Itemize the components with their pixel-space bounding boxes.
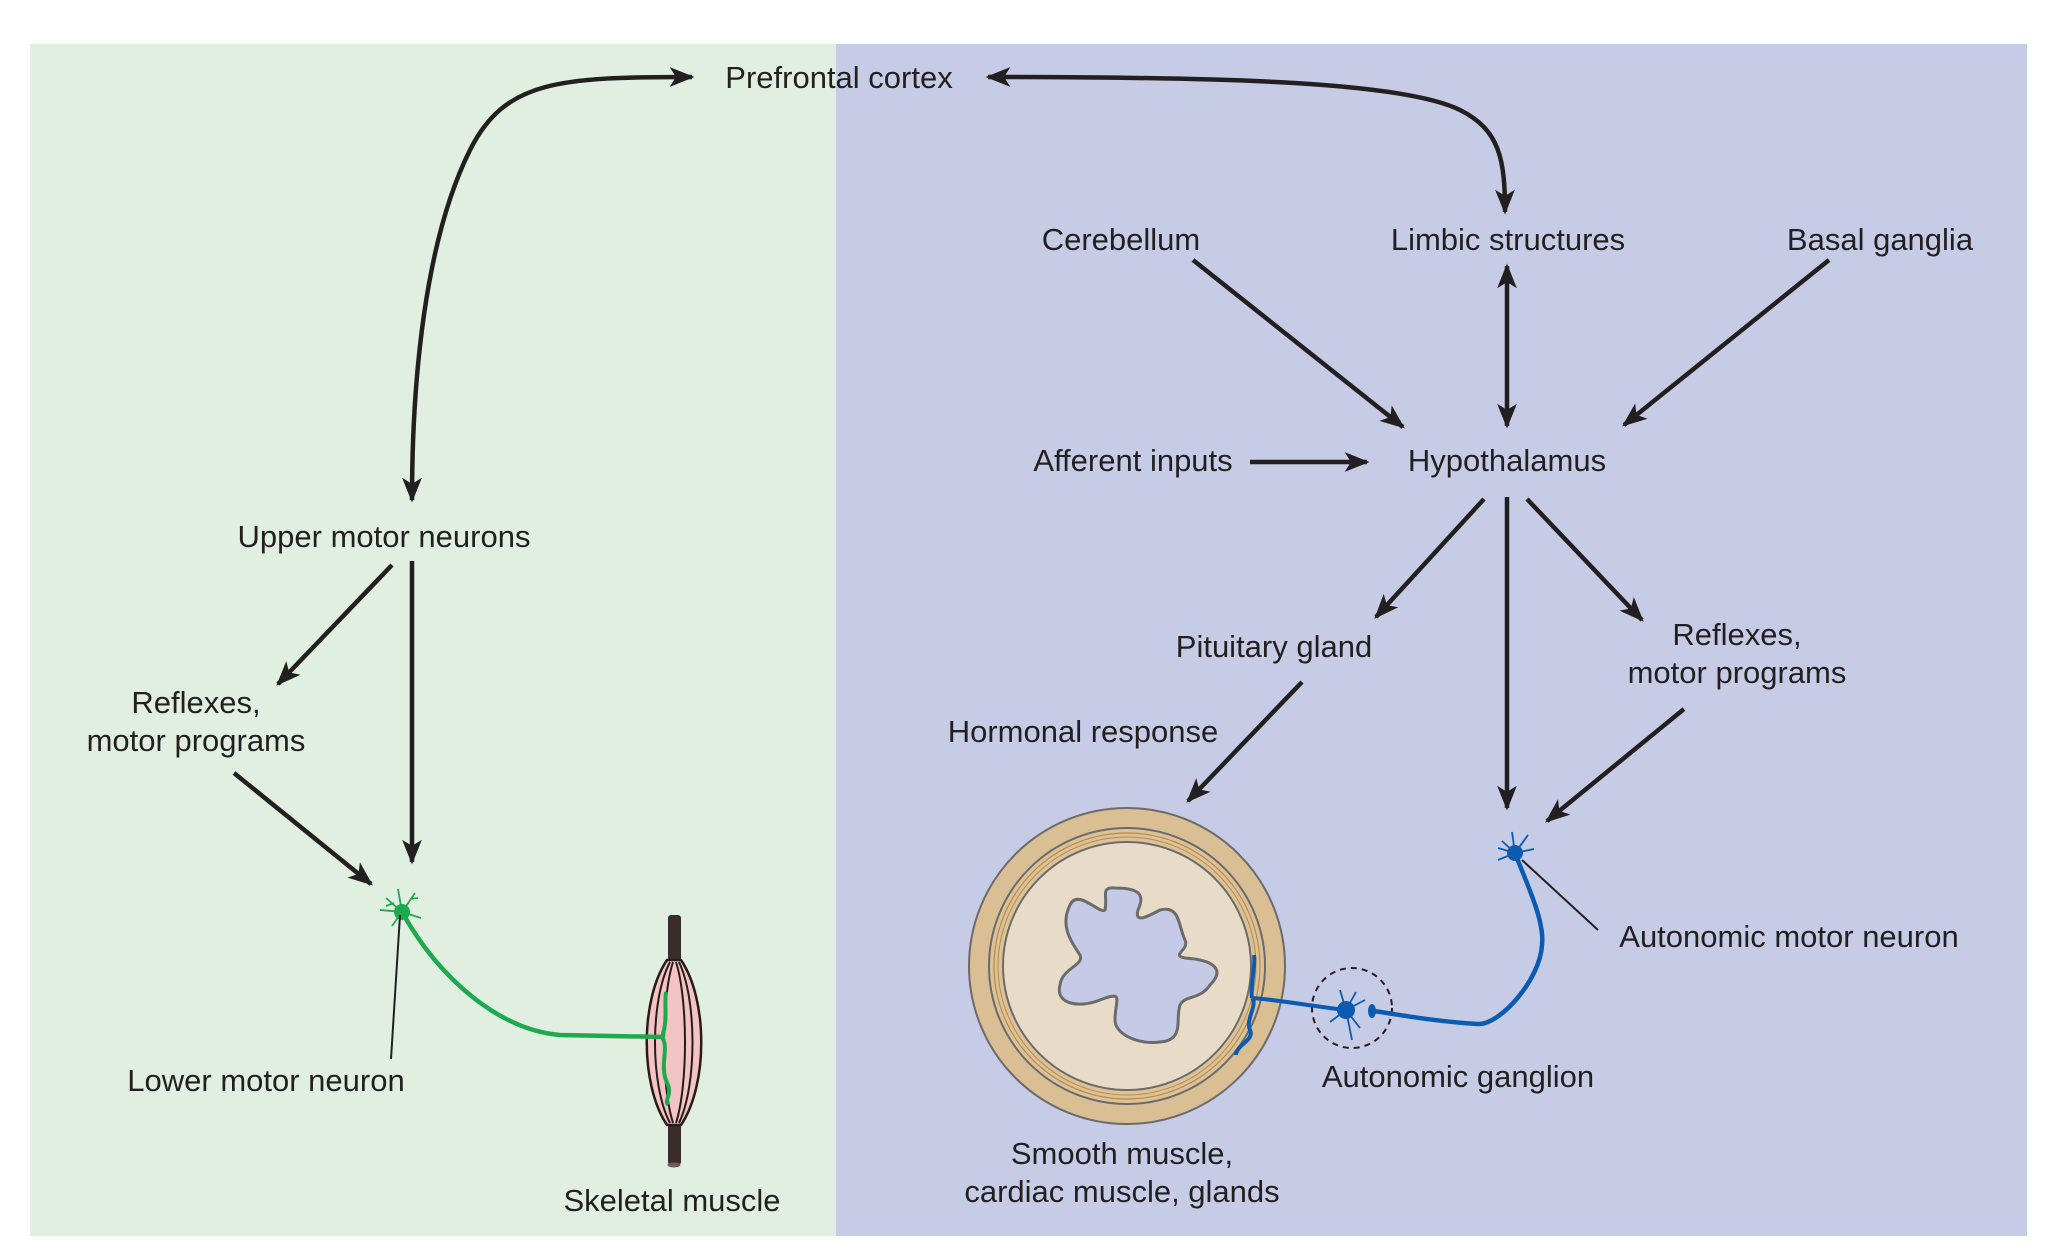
- label-hypothalamus: Hypothalamus: [1408, 443, 1606, 478]
- arrow-prefrontal-upper-motor: [402, 67, 695, 503]
- arrow-basal-ganglia-hypothalamus: [1622, 258, 1831, 427]
- label-upper-motor-neurons: Upper motor neurons: [238, 519, 531, 554]
- label-prefrontal-cortex: Prefrontal cortex: [725, 60, 953, 95]
- label-smooth-muscle-line2: cardiac muscle, glands: [964, 1174, 1279, 1209]
- ganglion-neuron-soma: [1337, 1001, 1355, 1019]
- autonomic-motor-neuron-soma: [1507, 845, 1523, 861]
- arrow-hypothalamus-reflexes: [1525, 497, 1644, 622]
- arrow-reflexes-lower-motor: [232, 771, 373, 886]
- lower-motor-neuron-axon: [400, 910, 666, 1040]
- postganglionic-axon: [1234, 954, 1347, 1056]
- label-reflexes-right-line1: Reflexes,: [1672, 617, 1801, 652]
- label-reflexes-left-line1: Reflexes,: [131, 685, 260, 720]
- arrow-pituitary-organ: [1186, 680, 1304, 803]
- label-cerebellum: Cerebellum: [1042, 222, 1201, 257]
- arrow-prefrontal-limbic: [985, 67, 1515, 215]
- arrow-cerebellum-hypothalamus: [1191, 258, 1405, 429]
- label-autonomic-motor-neuron: Autonomic motor neuron: [1619, 919, 1958, 954]
- autonomic-motor-neuron-leader: [1521, 859, 1599, 931]
- organ-lumen: [1057, 886, 1219, 1045]
- arrow-upper-motor-reflexes: [276, 563, 394, 686]
- label-afferent-inputs: Afferent inputs: [1033, 443, 1232, 478]
- label-lower-motor-neuron: Lower motor neuron: [127, 1063, 404, 1098]
- arrow-hypothalamus-pituitary: [1374, 497, 1486, 619]
- label-limbic-structures: Limbic structures: [1391, 222, 1625, 257]
- autonomic-ganglion-boundary: [1311, 967, 1393, 1049]
- label-reflexes-left-line2: motor programs: [87, 723, 306, 758]
- label-autonomic-ganglion: Autonomic ganglion: [1322, 1059, 1594, 1094]
- autonomic-pathway-illustration: [1234, 831, 1599, 1056]
- label-hormonal-response: Hormonal response: [948, 714, 1219, 749]
- label-pituitary-gland: Pituitary gland: [1176, 629, 1372, 664]
- label-basal-ganglia: Basal ganglia: [1787, 222, 1974, 257]
- smooth-muscle-organ-illustration: [968, 807, 1286, 1125]
- preganglionic-axon: [1373, 852, 1545, 1027]
- lower-motor-neuron-soma: [394, 904, 410, 920]
- label-reflexes-right-line2: motor programs: [1628, 655, 1847, 690]
- somatic-region-panel: [30, 44, 836, 1236]
- lower-motor-neuron-leader: [390, 914, 401, 1060]
- label-skeletal-muscle: Skeletal muscle: [563, 1183, 780, 1218]
- arrow-reflexes-autonomic-neuron: [1545, 707, 1686, 823]
- lower-motor-neuron-illustration: [379, 888, 672, 1107]
- label-smooth-muscle-line1: Smooth muscle,: [1011, 1136, 1233, 1171]
